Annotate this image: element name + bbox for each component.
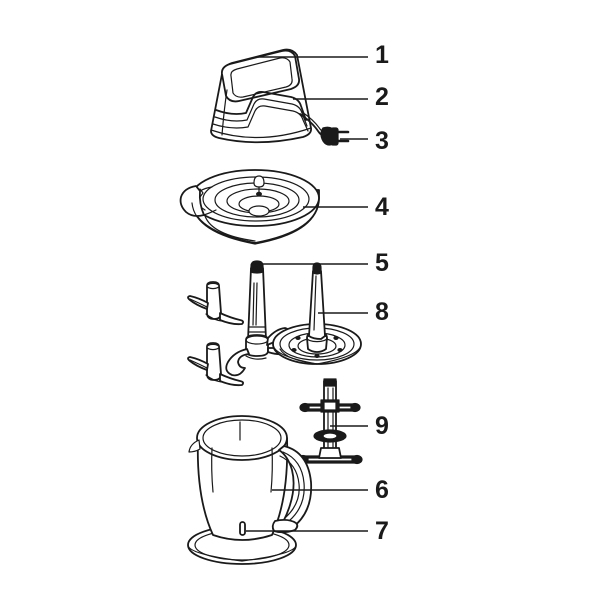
callout-number-5: 5 bbox=[375, 249, 389, 277]
motor-unit-group bbox=[210, 48, 312, 144]
bowl-level-marker-slot bbox=[239, 521, 246, 536]
callout-number-1: 1 bbox=[375, 41, 389, 69]
small-blade-part-upper bbox=[187, 281, 245, 326]
small-blade-part-lower bbox=[187, 342, 245, 387]
callout-number-4: 4 bbox=[375, 193, 389, 221]
callout-number-7: 7 bbox=[375, 517, 389, 545]
callout-number-6: 6 bbox=[375, 476, 389, 504]
callout-number-8: 8 bbox=[375, 298, 389, 326]
callout-number-3: 3 bbox=[375, 127, 389, 155]
power-cord-plug-group bbox=[299, 111, 350, 146]
callout-number-9: 9 bbox=[375, 412, 389, 440]
leader-lines bbox=[246, 56, 368, 532]
work-bowl-jug-group bbox=[187, 415, 313, 565]
bowl-lid-group bbox=[179, 169, 320, 245]
disc-holder-shaft-group bbox=[272, 262, 362, 365]
whisk-attachment-group bbox=[297, 378, 363, 465]
callout-number-2: 2 bbox=[375, 83, 389, 111]
